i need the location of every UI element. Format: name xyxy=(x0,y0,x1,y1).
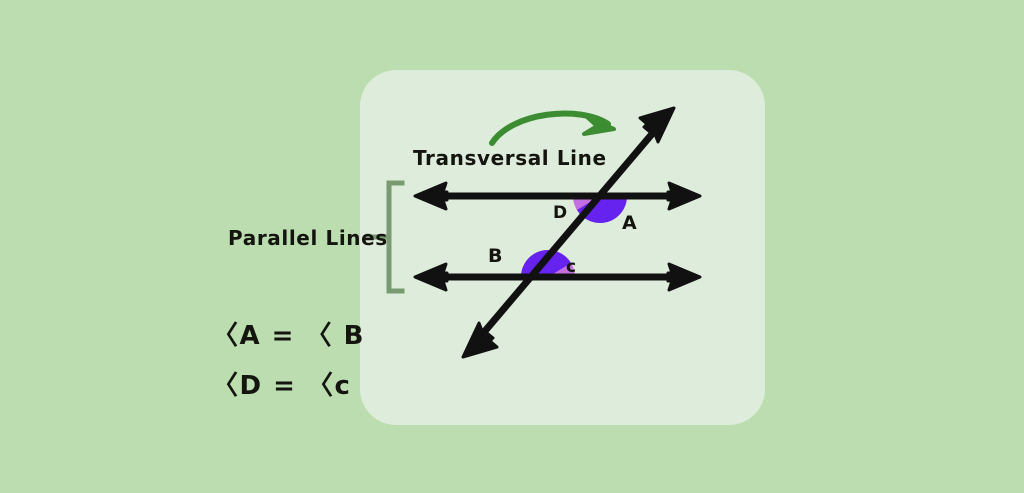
equation-angle-d-equals-angle-c: 〈D = 〈c xyxy=(212,371,351,401)
arrowhead-top-right xyxy=(666,181,702,211)
arrowhead-bottom-left xyxy=(413,262,449,292)
transversal-line xyxy=(461,106,676,359)
parallel-line-bottom xyxy=(413,262,702,292)
transversal-pointer-arrow xyxy=(489,110,616,146)
equation-angle-a-equals-angle-b: 〈A = 〈 B xyxy=(212,321,365,351)
parallel-lines-bracket xyxy=(366,180,405,294)
parallel-lines-label: Parallel Lines xyxy=(228,226,388,250)
diagram-card xyxy=(360,70,765,425)
transversal-line-label: Transversal Line xyxy=(413,146,607,170)
angle-label-B: B xyxy=(488,245,502,267)
angle-label-A: A xyxy=(622,212,637,234)
arrowhead-bottom-right xyxy=(666,262,702,292)
parallel-line-top xyxy=(413,181,702,211)
green-arrowhead-icon xyxy=(582,115,616,136)
angle-label-C: c xyxy=(566,257,576,277)
arrowhead-top-left xyxy=(413,181,449,211)
arrowhead-transversal-top xyxy=(638,106,676,144)
angle-label-D: D xyxy=(553,203,567,223)
arrowhead-transversal-bottom xyxy=(461,321,499,359)
